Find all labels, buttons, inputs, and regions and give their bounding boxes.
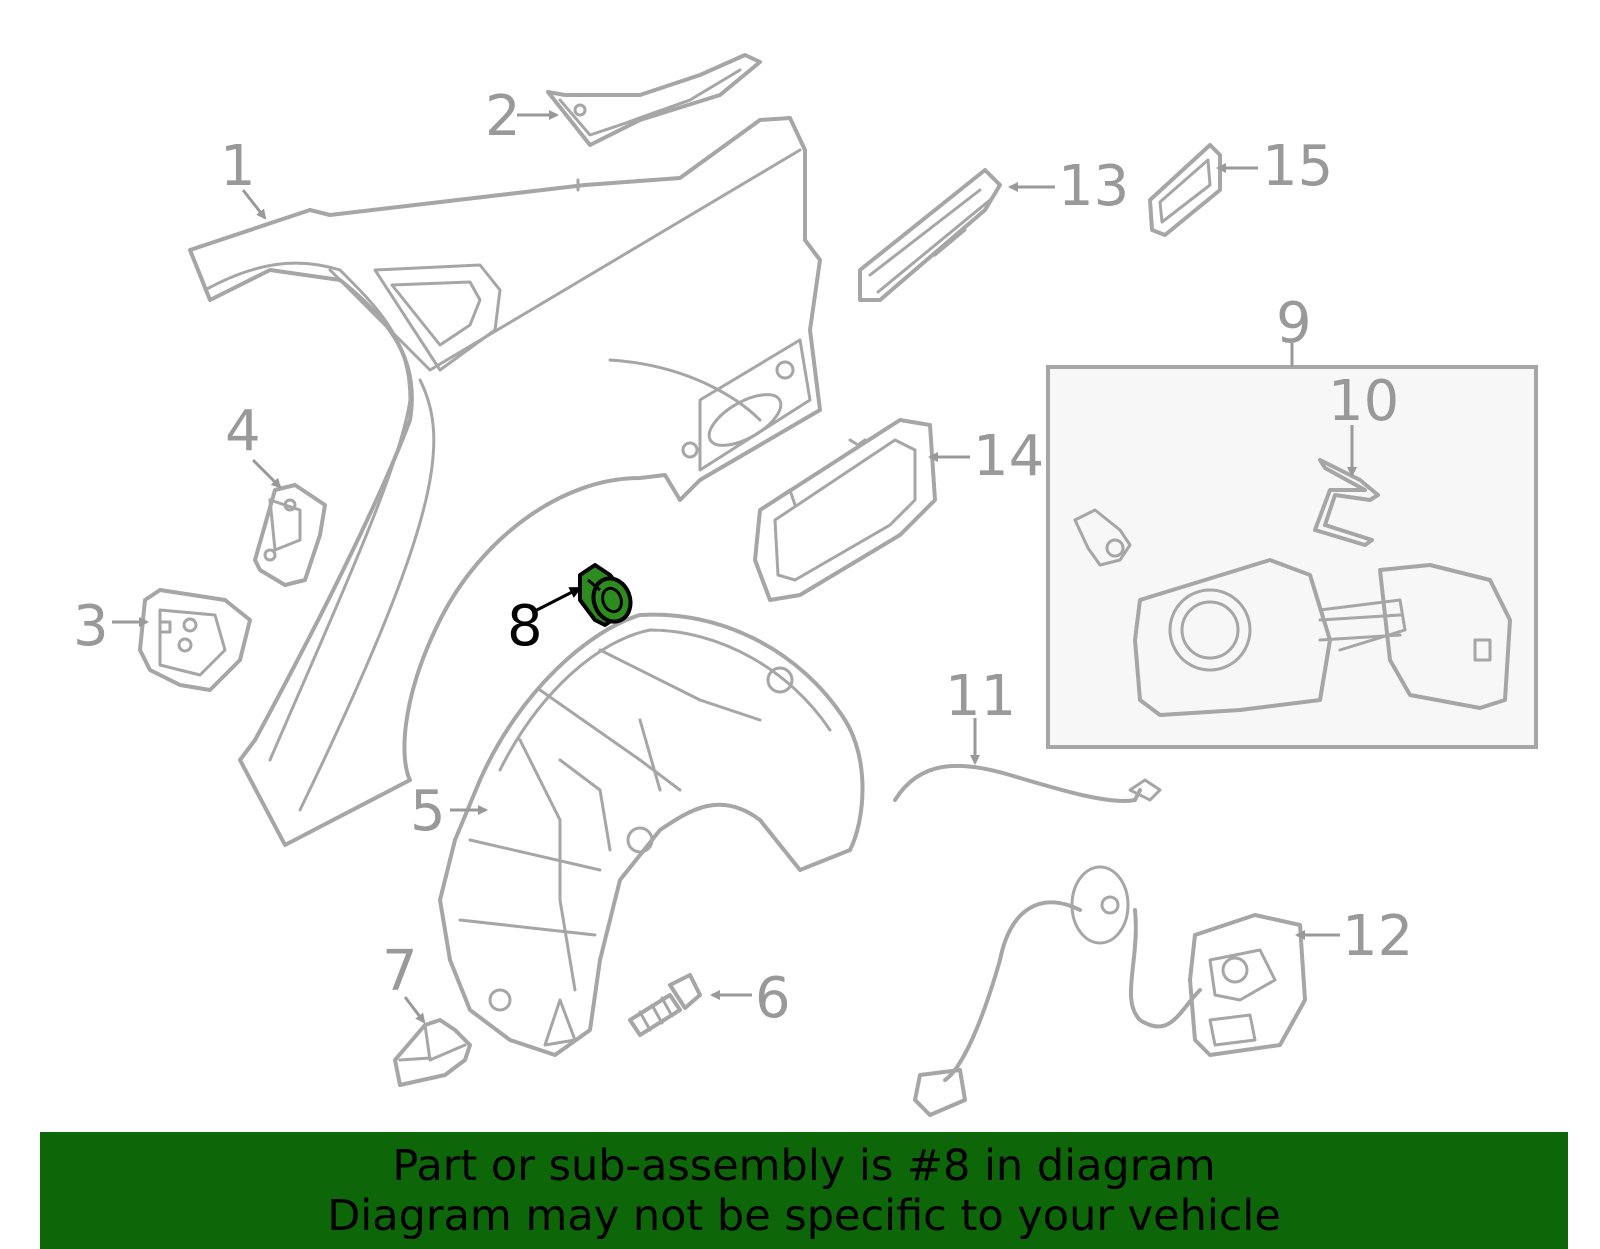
part-13-trim-strip bbox=[858, 168, 1002, 302]
callout-7: 7 bbox=[382, 939, 418, 1004]
banner-line-part: Part or sub-assembly is #8 in diagram bbox=[392, 1140, 1216, 1191]
part-2-bracket bbox=[546, 53, 762, 147]
callout-11: 11 bbox=[945, 664, 1016, 729]
part-4-hinge-bracket bbox=[253, 483, 327, 587]
part-6-bolt bbox=[628, 973, 702, 1037]
part-8-plug-highlighted[interactable] bbox=[578, 563, 636, 627]
callout-13: 13 bbox=[1058, 154, 1129, 219]
callout-15: 15 bbox=[1262, 134, 1333, 199]
callout-labels: 1 2 3 4 5 6 7 8 9 10 11 12 13 14 15 bbox=[73, 84, 1413, 1031]
callout-4: 4 bbox=[225, 399, 261, 464]
banner-line-disclaimer: Diagram may not be specific to your vehi… bbox=[327, 1190, 1281, 1241]
callout-leaders bbox=[112, 110, 1357, 1024]
part-15-plate bbox=[1148, 143, 1222, 237]
callout-10: 10 bbox=[1328, 369, 1399, 434]
part-10-spring bbox=[1313, 458, 1380, 547]
part-14-fuel-housing bbox=[753, 418, 937, 602]
callout-2: 2 bbox=[485, 84, 521, 149]
part-11-drain-hose bbox=[893, 763, 1162, 803]
part-12-actuator bbox=[913, 865, 1307, 1117]
callout-6: 6 bbox=[755, 966, 791, 1031]
callout-8[interactable]: 8 bbox=[507, 594, 543, 659]
callout-5: 5 bbox=[410, 779, 446, 844]
callout-9: 9 bbox=[1276, 291, 1312, 356]
callout-14: 14 bbox=[973, 424, 1044, 489]
part-7-clip bbox=[393, 1018, 472, 1087]
part-1-quarter-panel bbox=[188, 116, 822, 847]
callout-1: 1 bbox=[220, 134, 256, 199]
callout-12: 12 bbox=[1342, 904, 1413, 969]
part-3-latch bbox=[138, 588, 252, 692]
part-9-fuel-door-assembly bbox=[1046, 365, 1538, 749]
info-banner: Part or sub-assembly is #8 in diagram Di… bbox=[40, 1132, 1568, 1249]
part-5-wheel-liner bbox=[438, 612, 865, 1057]
callout-3: 3 bbox=[73, 594, 109, 659]
